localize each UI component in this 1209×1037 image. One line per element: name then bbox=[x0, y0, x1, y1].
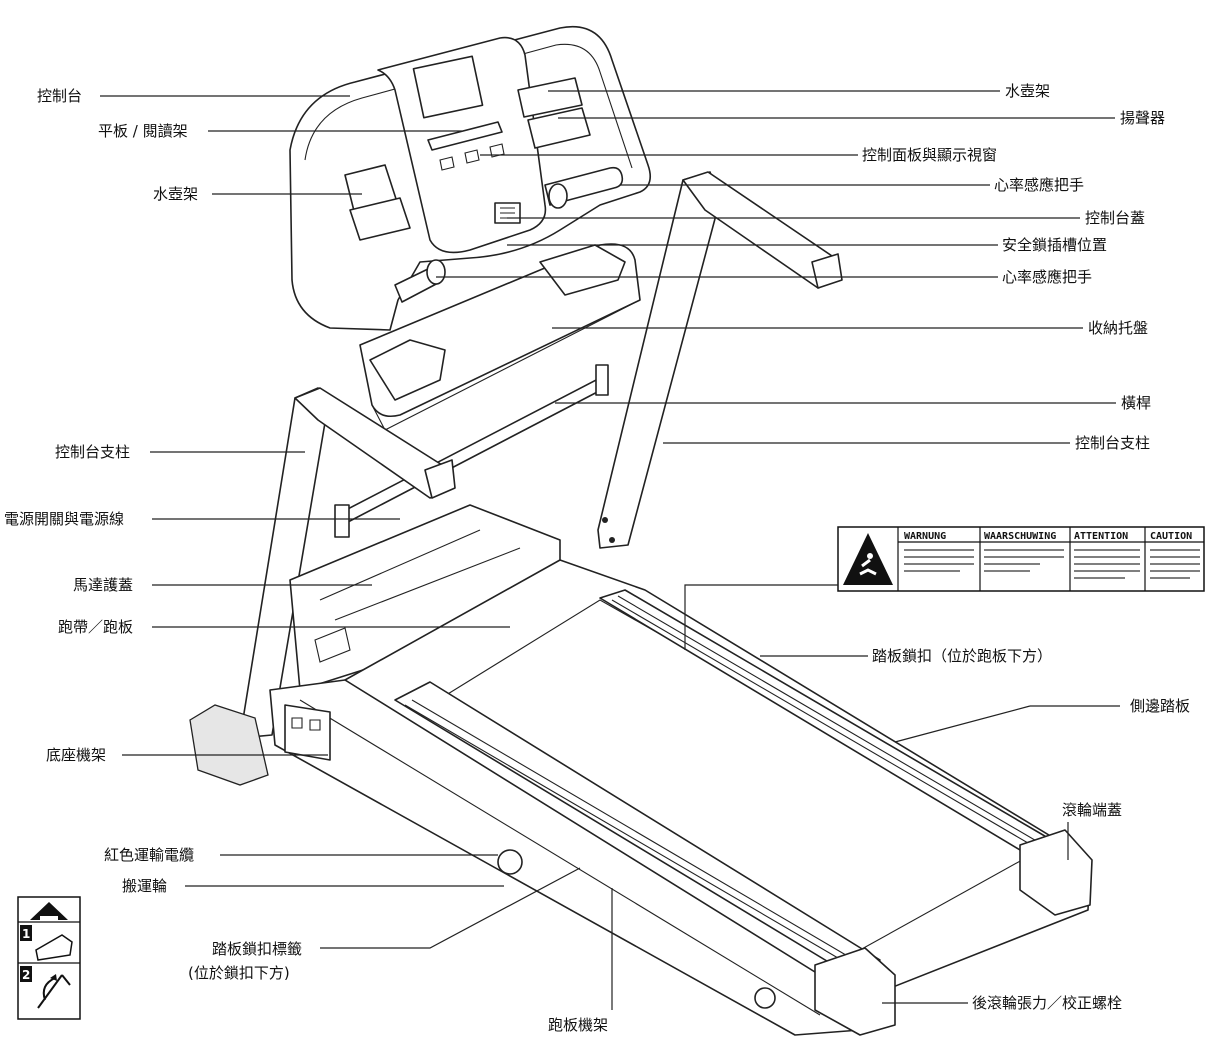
deck-lock-step-icons: 1 2 bbox=[17, 896, 81, 1020]
warning-triangle-icon bbox=[843, 533, 893, 585]
label-console-mast-right: 控制台支柱 bbox=[1075, 434, 1150, 452]
right-mast-drawing bbox=[597, 171, 843, 549]
label-hr-grip-bottom: 心率感應把手 bbox=[1002, 268, 1092, 286]
label-console: 控制台 bbox=[37, 87, 82, 105]
label-rear-roller-bolt: 後滾輪張力／校正螺栓 bbox=[972, 994, 1122, 1012]
label-safety-key: 安全鎖插槽位置 bbox=[1002, 236, 1107, 254]
warning-header-de: WARNUNG bbox=[904, 531, 946, 542]
console-assembly bbox=[289, 26, 651, 331]
label-deck-frame: 跑板機架 bbox=[548, 1016, 608, 1034]
label-roller-cap: 滾輪端蓋 bbox=[1062, 801, 1122, 819]
label-console-cover: 控制台蓋 bbox=[1085, 209, 1145, 227]
fold-deck-icon bbox=[37, 974, 71, 1009]
step-1-number: 1 bbox=[22, 927, 30, 941]
label-motor-cover: 馬達護蓋 bbox=[73, 576, 133, 594]
label-water-holder-right: 水壺架 bbox=[1005, 82, 1050, 100]
label-storage-tray: 收納托盤 bbox=[1088, 319, 1148, 337]
storage-tray-drawing bbox=[359, 243, 641, 431]
step-2-number: 2 bbox=[22, 968, 30, 982]
foot-press-icon bbox=[35, 934, 73, 961]
label-crossbar: 橫桿 bbox=[1121, 394, 1151, 412]
label-hr-grip-top: 心率感應把手 bbox=[994, 176, 1084, 194]
label-side-rail: 側邊踏板 bbox=[1130, 697, 1190, 715]
warning-label-panel: WARNUNG WAARSCHUWING ATTENTION CAUTION bbox=[837, 526, 1205, 592]
label-control-panel: 控制面板與顯示視窗 bbox=[862, 146, 997, 164]
arrow-up-icon bbox=[30, 902, 68, 920]
label-power-switch: 電源開關與電源線 bbox=[4, 510, 124, 528]
label-tablet-holder: 平板 / 閱讀架 bbox=[98, 122, 188, 140]
warning-header-fr: ATTENTION bbox=[1074, 531, 1128, 542]
label-deck-lock-label-sub: (位於鎖扣下方) bbox=[188, 964, 290, 982]
label-belt-deck: 跑帶／跑板 bbox=[58, 618, 133, 636]
label-transport-wheel: 搬運輪 bbox=[122, 877, 167, 895]
label-red-cable: 紅色運輸電纜 bbox=[104, 846, 194, 864]
label-console-mast-left: 控制台支柱 bbox=[55, 443, 130, 461]
label-deck-lock-label: 踏板鎖扣標籤 bbox=[212, 940, 302, 958]
leader-lines bbox=[100, 90, 1120, 1010]
warning-header-en: CAUTION bbox=[1150, 531, 1192, 542]
label-base-frame: 底座機架 bbox=[46, 746, 106, 764]
label-speaker: 揚聲器 bbox=[1120, 109, 1165, 127]
label-deck-lock: 踏板鎖扣（位於跑板下方） bbox=[872, 647, 1052, 665]
left-mast-drawing bbox=[239, 387, 456, 739]
label-water-holder-left: 水壺架 bbox=[153, 185, 198, 203]
warning-header-nl: WAARSCHUWING bbox=[984, 531, 1056, 542]
deck-drawing bbox=[189, 504, 1093, 1036]
